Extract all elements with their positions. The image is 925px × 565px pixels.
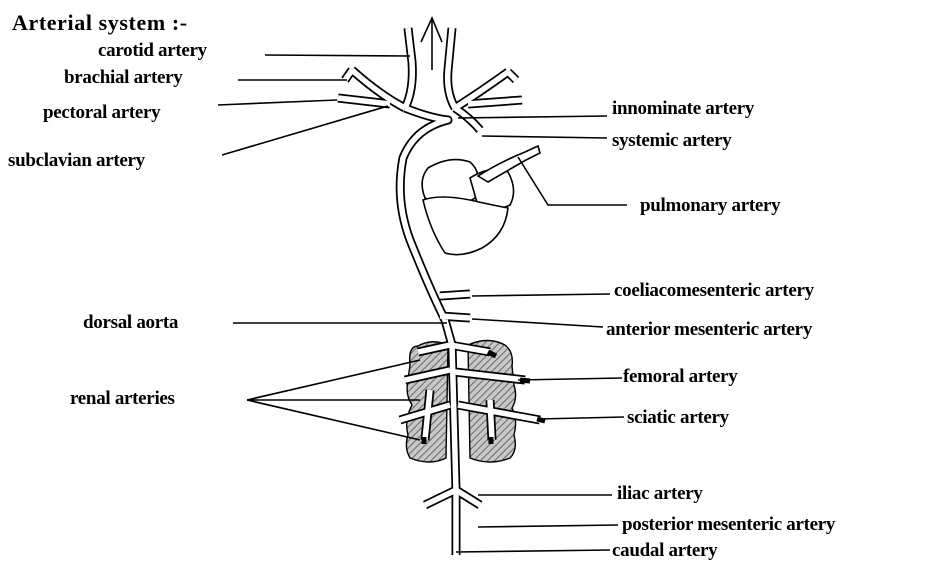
label-pectoral-artery: pectoral artery [43, 103, 160, 122]
label-carotid-artery: carotid artery [98, 41, 207, 60]
label-iliac-artery: iliac artery [617, 484, 703, 503]
label-anterior-mesenteric-artery: anterior mesenteric artery [606, 320, 812, 339]
heart [422, 146, 540, 255]
label-dorsal-aorta: dorsal aorta [83, 313, 178, 332]
label-posterior-mesenteric-artery: posterior mesenteric artery [622, 515, 835, 534]
label-pulmonary-artery: pulmonary artery [640, 196, 780, 215]
vessels [338, 28, 545, 555]
label-subclavian-artery: subclavian artery [8, 151, 145, 170]
label-sciatic-artery: sciatic artery [627, 408, 729, 427]
label-innominate-artery: innominate artery [612, 99, 754, 118]
label-caudal-artery: caudal artery [612, 541, 717, 560]
direction-arrow [421, 18, 442, 70]
label-systemic-artery: systemic artery [612, 131, 731, 150]
label-renal-arteries: renal arteries [70, 389, 175, 408]
label-femoral-artery: femoral artery [623, 367, 737, 386]
label-brachial-artery: brachial artery [64, 68, 182, 87]
label-coeliacomesenteric-artery: coeliacomesenteric artery [614, 281, 814, 300]
diagram-title: Arterial system :- [12, 12, 188, 34]
